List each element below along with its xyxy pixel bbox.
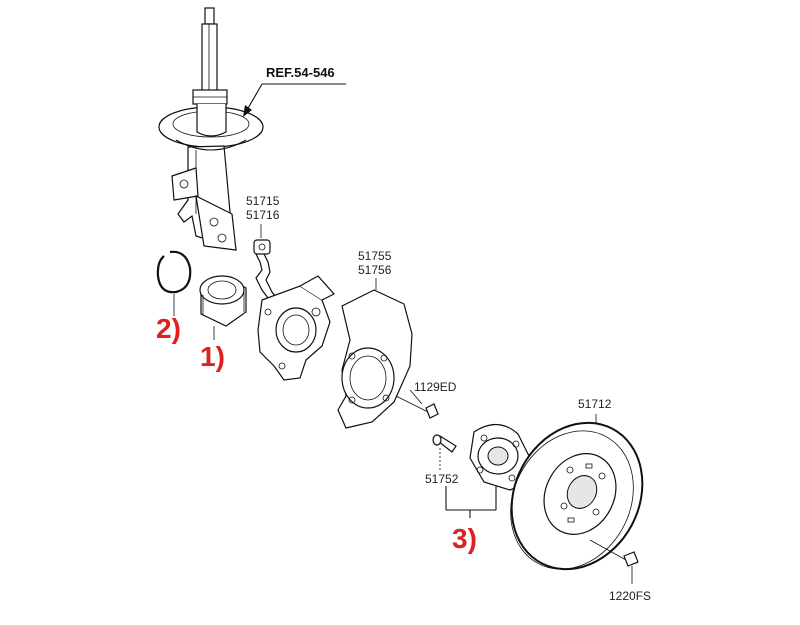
label-ref: REF.54-546 [266, 65, 335, 80]
snap-ring [156, 250, 192, 316]
ref-leader [243, 83, 346, 117]
dust-cover [337, 278, 413, 429]
wheel-hub [432, 423, 531, 491]
label-51752: 51752 [425, 472, 459, 486]
label-51712: 51712 [578, 397, 612, 411]
label-51756: 51756 [358, 263, 392, 277]
label-1220fs: 1220FS [609, 589, 652, 603]
wheel-bearing [199, 275, 247, 340]
bracket-51752 [445, 486, 497, 518]
screw-1220fs [589, 539, 639, 584]
bolt-1129ed [395, 389, 439, 419]
label-1129ed: 1129ED [414, 380, 457, 394]
label-51755: 51755 [358, 249, 392, 263]
steering-knuckle [257, 275, 335, 381]
label-51716: 51716 [246, 208, 280, 222]
tie-rod-link [253, 224, 279, 301]
brake-disc [510, 414, 644, 571]
label-51715: 51715 [246, 194, 280, 208]
marker-2: 2) [156, 313, 181, 344]
marker-1: 1) [200, 341, 225, 372]
strut-assembly [158, 7, 264, 251]
marker-3: 3) [452, 523, 477, 554]
